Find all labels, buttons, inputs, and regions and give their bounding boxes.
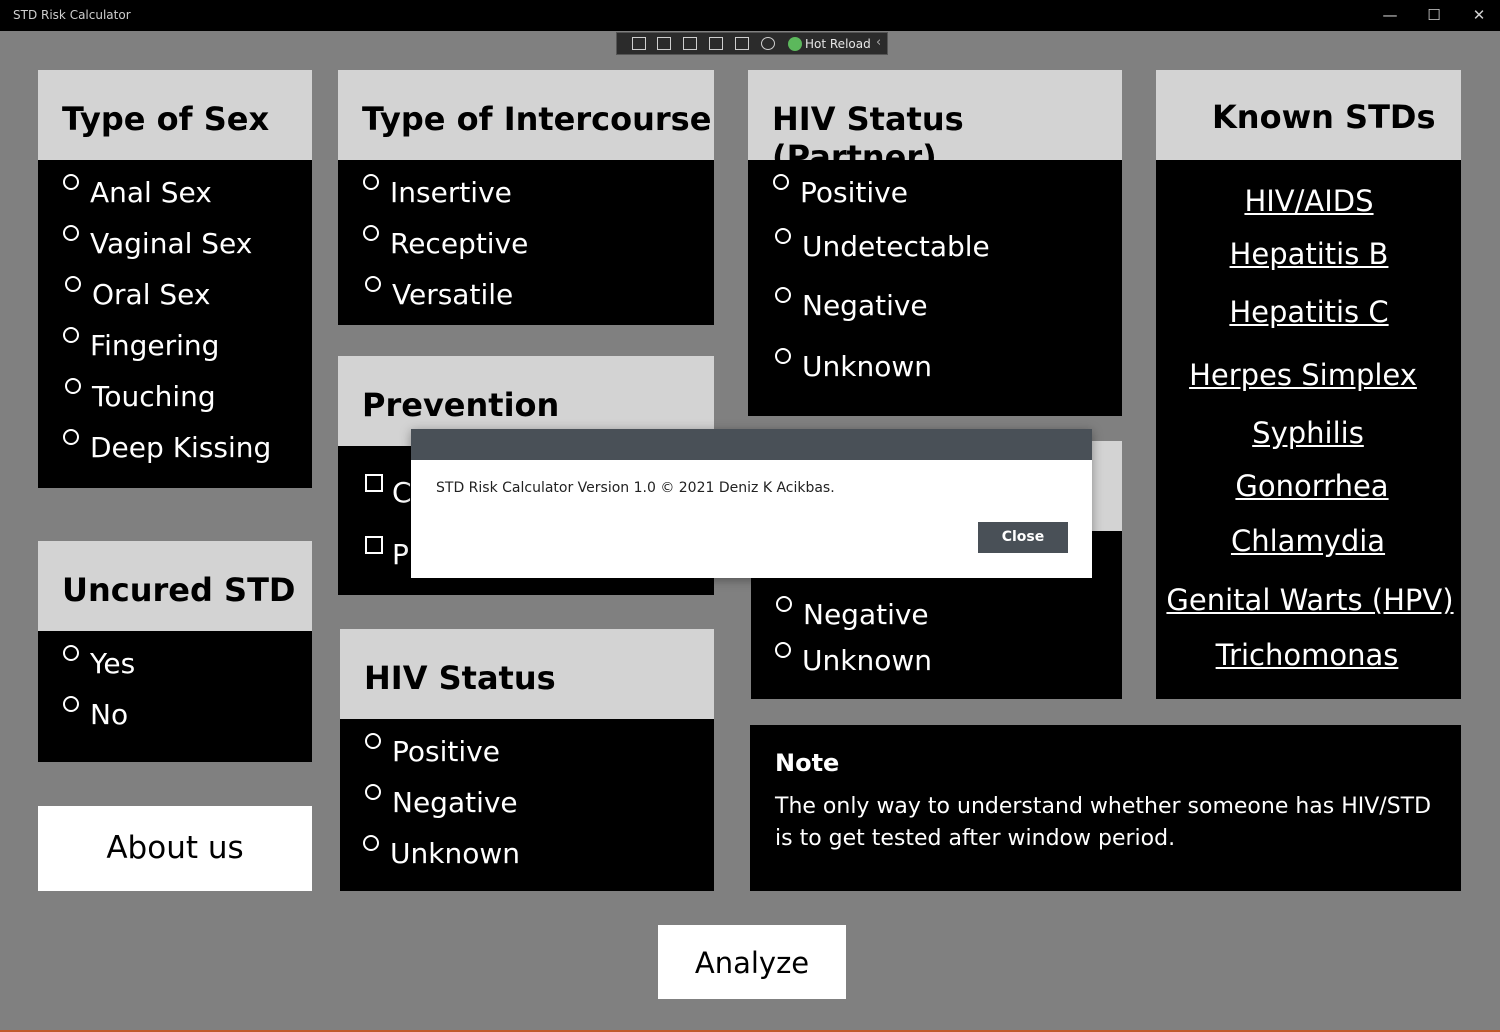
window-title: STD Risk Calculator xyxy=(13,8,131,22)
type-of-sex-panel: Type of Sex Anal Sex Vaginal Sex Oral Se… xyxy=(38,70,312,488)
live-visual-tree-icon[interactable] xyxy=(632,37,646,50)
radio-hiv-positive[interactable] xyxy=(365,733,381,749)
radio-uncured-yes[interactable] xyxy=(63,645,79,661)
uncured-std-panel: Uncured STD Yes No xyxy=(38,541,312,762)
radio-hiv-negative[interactable] xyxy=(365,784,381,800)
link-genital-warts[interactable]: Genital Warts (HPV) xyxy=(1166,583,1454,617)
option-label[interactable]: Receptive xyxy=(390,227,529,260)
option-label[interactable]: Vaginal Sex xyxy=(90,227,253,260)
minimize-icon[interactable]: — xyxy=(1382,6,1398,24)
hiv-status-partner-panel: HIV Status (Partner) Positive Undetectab… xyxy=(748,70,1122,416)
collapse-toolbar-icon[interactable]: ‹ xyxy=(876,35,882,50)
option-label[interactable]: Negative xyxy=(803,598,929,631)
radio-oral-sex[interactable] xyxy=(65,276,81,292)
radio-touching[interactable] xyxy=(65,378,81,394)
radio-hidden-negative[interactable] xyxy=(776,596,792,612)
link-herpes-simplex[interactable]: Herpes Simplex xyxy=(1189,358,1417,392)
option-label[interactable]: Negative xyxy=(392,786,518,819)
option-label[interactable]: Positive xyxy=(800,176,908,209)
option-label[interactable]: Fingering xyxy=(90,329,220,362)
analyze-button[interactable]: Analyze xyxy=(658,925,846,999)
maximize-icon[interactable]: ☐ xyxy=(1427,6,1441,24)
option-label[interactable]: Positive xyxy=(392,735,500,768)
option-label[interactable]: Undetectable xyxy=(802,230,990,263)
link-syphilis[interactable]: Syphilis xyxy=(1252,416,1364,450)
radio-hiv-unknown[interactable] xyxy=(363,835,379,851)
display-layout-adorners-icon[interactable] xyxy=(683,37,697,50)
option-label[interactable]: Unknown xyxy=(802,350,932,383)
radio-deep-kissing[interactable] xyxy=(63,429,79,445)
panel-title: Type of Sex xyxy=(62,100,270,138)
hot-reload-status-icon[interactable] xyxy=(761,37,775,50)
option-label[interactable]: Touching xyxy=(92,380,216,413)
checkbox-prevention-2[interactable] xyxy=(365,536,383,554)
panel-title: HIV Status (Partner) xyxy=(772,100,964,176)
radio-fingering[interactable] xyxy=(63,327,79,343)
panel-header: Type of Sex xyxy=(38,70,312,160)
option-label[interactable]: Insertive xyxy=(390,176,512,209)
note-panel: Note The only way to understand whether … xyxy=(750,725,1461,891)
panel-title: Known STDs xyxy=(1212,98,1436,136)
panel-header: Known STDs xyxy=(1156,70,1461,160)
option-label[interactable]: C xyxy=(392,476,412,509)
radio-insertive[interactable] xyxy=(363,174,379,190)
xaml-debug-toolbar: Hot Reload ‹ xyxy=(616,32,888,55)
note-body: The only way to understand whether someo… xyxy=(775,794,1432,851)
about-us-button[interactable]: About us xyxy=(38,806,312,891)
radio-versatile[interactable] xyxy=(365,276,381,292)
close-icon[interactable]: ✕ xyxy=(1472,6,1486,24)
radio-vaginal-sex[interactable] xyxy=(63,225,79,241)
note-title: Note xyxy=(775,749,840,777)
link-gonorrhea[interactable]: Gonorrhea xyxy=(1235,469,1389,503)
panel-title: Type of Intercourse xyxy=(362,100,712,138)
option-label[interactable]: Deep Kissing xyxy=(90,431,272,464)
checkbox-prevention-1[interactable] xyxy=(365,474,383,492)
panel-header: HIV Status (Partner) xyxy=(748,70,1122,176)
known-stds-panel: Known STDs HIV/AIDS Hepatitis B Hepatiti… xyxy=(1156,70,1461,699)
radio-hidden-unknown[interactable] xyxy=(775,642,791,658)
option-label[interactable]: No xyxy=(90,698,129,731)
option-label[interactable]: Anal Sex xyxy=(90,176,212,209)
link-trichomonas[interactable]: Trichomonas xyxy=(1215,638,1399,672)
radio-anal-sex[interactable] xyxy=(63,174,79,190)
panel-title: Prevention xyxy=(362,386,560,424)
about-dialog: STD Risk Calculator Version 1.0 © 2021 D… xyxy=(411,429,1092,578)
panel-header: Type of Intercourse xyxy=(338,70,714,160)
option-label[interactable]: Oral Sex xyxy=(92,278,211,311)
hiv-status-panel: HIV Status Positive Negative Unknown xyxy=(340,629,714,891)
track-focus-icon[interactable] xyxy=(709,37,723,50)
option-label[interactable]: Unknown xyxy=(390,837,520,870)
radio-partner-negative[interactable] xyxy=(775,287,791,303)
hot-reload-label[interactable]: Hot Reload xyxy=(805,37,871,51)
link-hiv-aids[interactable]: HIV/AIDS xyxy=(1244,184,1374,218)
option-label[interactable]: P xyxy=(392,538,409,571)
link-hepatitis-c[interactable]: Hepatitis C xyxy=(1229,295,1389,329)
option-label[interactable]: Unknown xyxy=(802,644,932,677)
panel-title: HIV Status xyxy=(364,659,556,697)
radio-uncured-no[interactable] xyxy=(63,696,79,712)
panel-header: HIV Status xyxy=(340,629,714,719)
link-hepatitis-b[interactable]: Hepatitis B xyxy=(1229,237,1389,271)
option-label[interactable]: Negative xyxy=(802,289,928,322)
option-label[interactable]: Yes xyxy=(90,647,136,680)
option-label[interactable]: Versatile xyxy=(392,278,514,311)
binding-failures-icon[interactable] xyxy=(735,37,749,50)
radio-receptive[interactable] xyxy=(363,225,379,241)
panel-header: Uncured STD xyxy=(38,541,312,631)
dialog-close-button[interactable]: Close xyxy=(978,522,1068,553)
radio-partner-positive[interactable] xyxy=(773,174,789,190)
select-element-icon[interactable] xyxy=(657,37,671,50)
radio-partner-unknown[interactable] xyxy=(775,348,791,364)
type-of-intercourse-panel: Type of Intercourse Insertive Receptive … xyxy=(338,70,714,325)
panel-title: Uncured STD xyxy=(62,571,296,609)
dialog-header xyxy=(411,429,1092,460)
link-chlamydia[interactable]: Chlamydia xyxy=(1230,524,1386,558)
window-titlebar: STD Risk Calculator — ☐ ✕ xyxy=(0,0,1500,31)
dialog-message: STD Risk Calculator Version 1.0 © 2021 D… xyxy=(436,480,835,496)
radio-partner-undetectable[interactable] xyxy=(775,228,791,244)
window-bottom-border xyxy=(0,1030,1500,1032)
hot-reload-check-icon xyxy=(788,37,802,51)
